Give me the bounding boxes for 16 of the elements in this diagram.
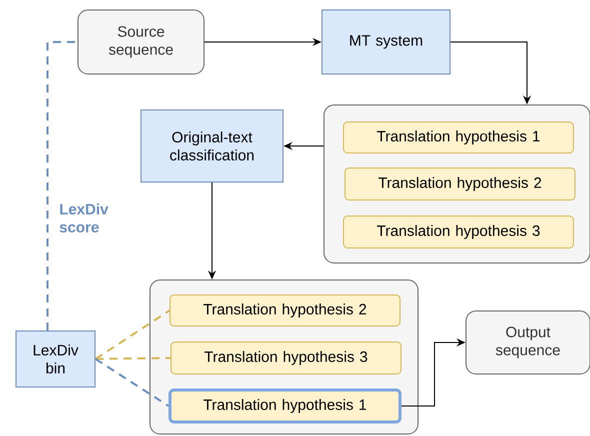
hypothesis-box: Translation hypothesis 2 [170, 294, 400, 326]
hypothesis-box: Translation hypothesis 3 [343, 216, 574, 248]
dashed-line [46, 41, 78, 330]
process-box: Output sequence [466, 310, 590, 374]
hypothesis-box: Translation hypothesis 1 [168, 388, 402, 424]
dashed-line [94, 358, 170, 407]
process-box: Source sequence [78, 10, 204, 74]
hypothesis-box: Translation hypothesis 1 [343, 122, 574, 154]
process-box: Original-text classification [140, 110, 284, 182]
dashed-line [94, 310, 170, 360]
hypothesis-box: Translation hypothesis 3 [170, 342, 402, 374]
hypothesis-box: Translation hypothesis 2 [344, 168, 576, 200]
edge-label: LexDiv score [58, 202, 120, 234]
process-box: MT system [322, 10, 450, 74]
dashed-line [96, 357, 171, 360]
process-box: LexDiv bin [16, 330, 96, 388]
